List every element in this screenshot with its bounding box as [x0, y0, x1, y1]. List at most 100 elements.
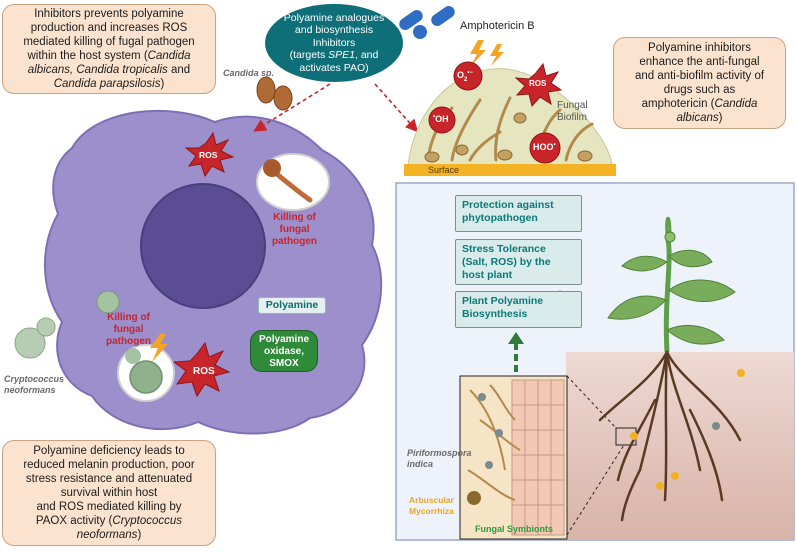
ros-biofilm-label: ROS	[529, 79, 547, 88]
surface-label: Surface	[428, 165, 460, 175]
gene-name: SPE1	[328, 49, 355, 62]
box-text: Polyamine deficiency leads to	[33, 445, 185, 457]
killing-text: Killing of	[273, 212, 316, 223]
superoxide-label: O2•−	[457, 70, 473, 83]
crypto-outside-1	[14, 327, 46, 359]
flower-bud	[664, 231, 676, 243]
oxidase-text: oxidase,	[263, 346, 305, 357]
oval-text: , and	[355, 49, 379, 62]
oval-text: and biosynthesis	[294, 24, 374, 37]
fungal-cell	[263, 159, 281, 177]
teal-text: (Salt, ROS) by the	[462, 256, 551, 268]
teal-text: host plant	[462, 269, 513, 281]
box-text: and	[167, 64, 191, 76]
ros-cell-top-label: ROS	[199, 150, 218, 160]
ros-star-bottom	[172, 341, 231, 398]
ros-o2-bubble	[453, 61, 483, 91]
lightning-bolt-2	[470, 40, 486, 66]
hydroxyl-label: •OH	[433, 114, 449, 124]
polyamine-oxidase-badge: Polyamine oxidase, SMOX	[250, 330, 318, 372]
species-name: albicans, Candida tropicalis	[27, 64, 168, 76]
species-name: Mycorrhiza	[409, 506, 454, 516]
ros-text: OH	[435, 114, 449, 124]
box-text: production and increases ROS	[30, 22, 188, 34]
killing-text: fungal	[279, 224, 310, 235]
oval-text: Polyamine analogues	[283, 11, 385, 24]
box-text: reduced melanin production, poor	[23, 459, 195, 471]
lightning-bolt	[150, 334, 168, 362]
box-text: and anti-biofilm activity of	[634, 70, 765, 82]
oval-text: Inhibitors	[312, 36, 356, 49]
oxidase-text: Polyamine	[258, 334, 310, 345]
species-name: albicans	[676, 112, 719, 124]
species-name: neoformans	[76, 529, 138, 541]
killing-text: pathogen	[272, 236, 317, 247]
fungal-symbionts-label: Fungal Symbionts	[475, 524, 554, 534]
crypto-outside-2	[36, 317, 56, 337]
polyamine-deficiency-box: Polyamine deficiency leads to reduced me…	[2, 440, 216, 546]
dashed-green-arrowhead	[508, 332, 524, 344]
root-cells	[512, 380, 564, 535]
candida-cell-2	[273, 85, 293, 111]
crypto-cell-engulfed	[129, 360, 163, 394]
plant-leaves	[607, 249, 736, 345]
killing-text: Killing of	[107, 312, 150, 323]
plant-stem	[663, 239, 672, 353]
species-name: Piriformospora	[407, 448, 472, 458]
soil-spore-3	[671, 472, 679, 480]
polyamine-box: Polyamine	[258, 297, 326, 314]
species-name: neoformans	[4, 385, 56, 395]
ros-text: HOO	[533, 142, 554, 152]
soil-spore-2	[712, 422, 720, 430]
spore-1	[478, 393, 486, 401]
amphotericin-label: Amphotericin B	[460, 20, 535, 32]
teal-text: Stress Tolerance	[462, 243, 546, 255]
box-text: stress resistance and attenuated	[25, 473, 193, 485]
box-text: within the host system (	[27, 50, 148, 62]
amphotericin-info-box: Polyamine inhibitors enhance the anti-fu…	[613, 37, 786, 129]
crypto-small	[96, 290, 120, 314]
candida-label: Candida sp.	[223, 68, 275, 78]
species-name: Arbuscular	[409, 495, 454, 505]
teal-text: Protection against	[462, 199, 554, 211]
species-name: indica	[407, 459, 434, 469]
arrow-to-biofilm	[374, 83, 419, 133]
inhibitors-info-box: Inhibitors prevents polyamine production…	[2, 4, 216, 94]
box-text: enhance the anti-fungal	[639, 56, 760, 68]
box-text: Polyamine inhibitors	[648, 42, 751, 54]
box-text: mediated killing of fugal pathogen	[23, 36, 195, 48]
box-text: and ROS mediated killing by	[36, 501, 182, 513]
killing-text: fungal	[113, 324, 144, 335]
ros-star-top	[184, 131, 235, 178]
spore-3	[485, 461, 493, 469]
soil-spore-4	[656, 482, 664, 490]
biofilm-text: Biofilm	[557, 112, 588, 123]
crypto-bud	[125, 348, 141, 364]
species-name: Candida parapsilosis	[53, 78, 161, 90]
ros-text: •	[433, 114, 436, 120]
ros-cell-bottom-label: ROS	[193, 366, 215, 377]
killing-left-label: Killing of fungal pathogen	[106, 312, 151, 348]
box-text: amphotericin (	[641, 98, 715, 110]
ros-text: O	[457, 70, 465, 80]
killing-right-label: Killing of fungal pathogen	[272, 212, 317, 248]
teal-text: phytopathogen	[462, 212, 538, 224]
lightning-bolt-3	[490, 44, 504, 66]
ros-star-biofilm	[514, 62, 563, 108]
candida-cell-1	[256, 76, 276, 104]
oxidase-text: SMOX	[269, 358, 299, 369]
soil-spore-5	[630, 432, 638, 440]
box-text: )	[160, 78, 165, 90]
ros-text: •−	[467, 70, 473, 76]
box-text: drugs such as	[663, 84, 736, 96]
box-text: )	[718, 112, 723, 124]
ros-text: •	[553, 142, 556, 148]
teal-text: Biosynthesis	[462, 308, 528, 320]
box-text: PAOX activity (	[35, 515, 113, 527]
species-name: Candida	[714, 98, 758, 110]
box-text: survival within host	[60, 487, 158, 499]
box-text: )	[137, 529, 142, 541]
surface-bar	[404, 164, 616, 176]
soil-area	[566, 352, 794, 540]
